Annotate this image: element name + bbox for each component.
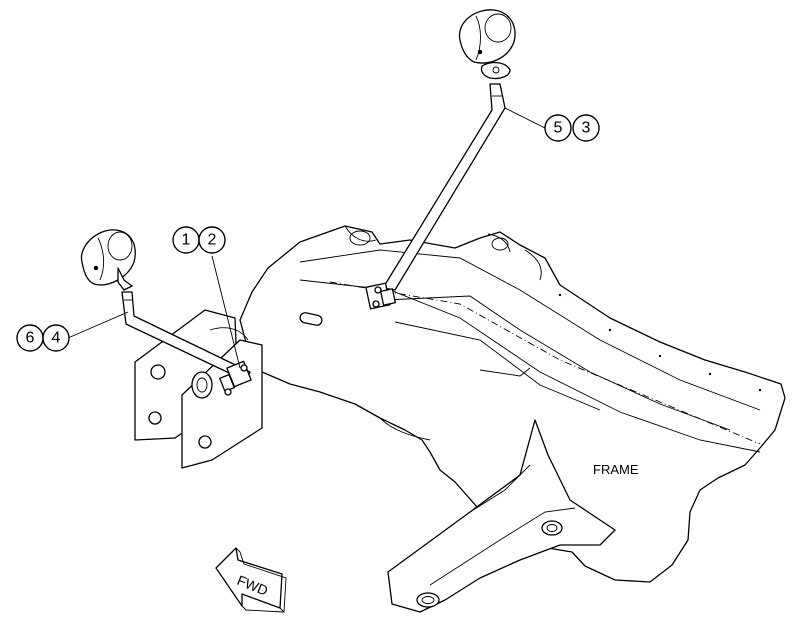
- left-bracket-arm: [121, 291, 251, 382]
- forward-arrow: FWD: [215, 547, 287, 614]
- callout-label: 4: [52, 330, 61, 347]
- mounting-hole-upper: [541, 520, 563, 536]
- left-lamp: [80, 229, 136, 286]
- frame-centerline: [329, 281, 761, 445]
- callout-label: 6: [26, 330, 35, 347]
- right-lamp-assembly: [365, 9, 516, 310]
- callout-5-3: 5 3: [544, 114, 600, 142]
- right-bracket-arm: [382, 83, 506, 291]
- frame-outline: [239, 225, 786, 583]
- callout-label: 1: [182, 232, 191, 249]
- leader-lines: [67, 107, 546, 369]
- frame-rail-upper: [299, 249, 761, 411]
- forward-arrow-icon: [215, 547, 283, 609]
- frame-assembly: [239, 225, 786, 583]
- frame-label: FRAME: [593, 462, 639, 477]
- left-lamp-assembly: [80, 229, 252, 396]
- callout-6-4: 6 4: [16, 324, 70, 352]
- callout-label: 3: [582, 120, 591, 137]
- mounting-hole-lower: [416, 592, 440, 608]
- callout-1-2: 1 2: [172, 226, 226, 254]
- callout-label: 5: [554, 120, 563, 137]
- lower-bracket: [387, 419, 616, 613]
- callout-label: 2: [208, 232, 217, 249]
